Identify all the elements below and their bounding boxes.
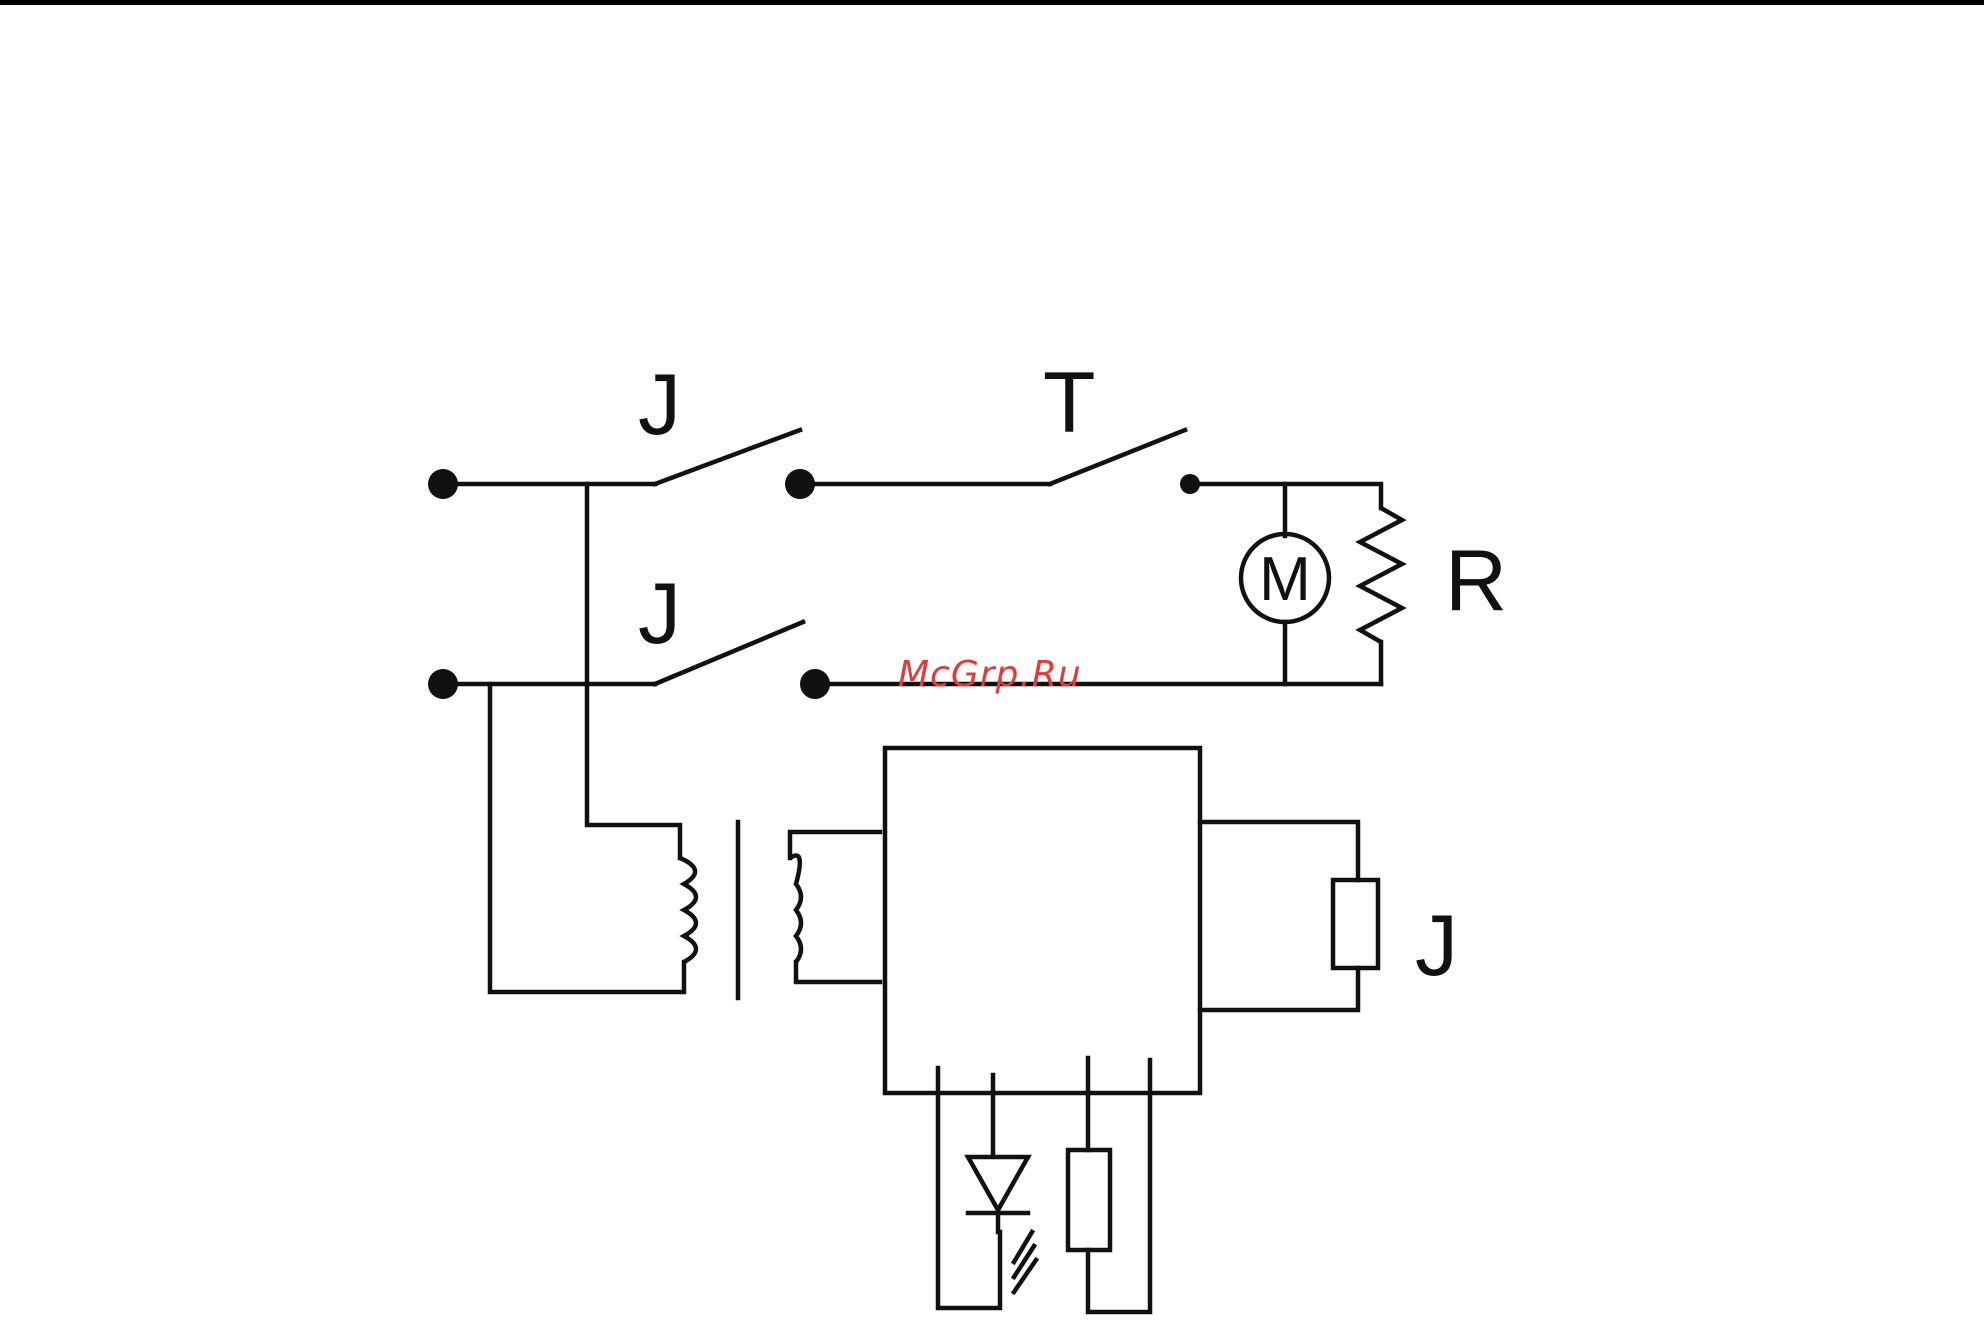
transformer-feeds xyxy=(490,484,684,992)
transformer xyxy=(680,822,880,998)
resistor-r xyxy=(1360,508,1402,684)
watermark: McGrp.Ru xyxy=(898,654,1082,695)
relay-coil-j xyxy=(1200,822,1378,1010)
motor: M xyxy=(1241,534,1329,684)
label-resistor: R xyxy=(1445,533,1507,629)
upper-line xyxy=(428,430,1381,536)
label-switch-top: J xyxy=(638,357,681,453)
label-switch-bottom: J xyxy=(638,566,681,662)
transformer-secondary-coil xyxy=(790,855,801,962)
transformer-primary-coil xyxy=(680,858,696,962)
bottom-components xyxy=(938,1058,1150,1312)
motor-label: M xyxy=(1259,545,1311,614)
label-relay-coil: J xyxy=(1415,898,1458,994)
label-thermostat: T xyxy=(1043,355,1096,451)
control-unit-box xyxy=(885,748,1200,1093)
bottom-resistor xyxy=(1068,1150,1110,1250)
